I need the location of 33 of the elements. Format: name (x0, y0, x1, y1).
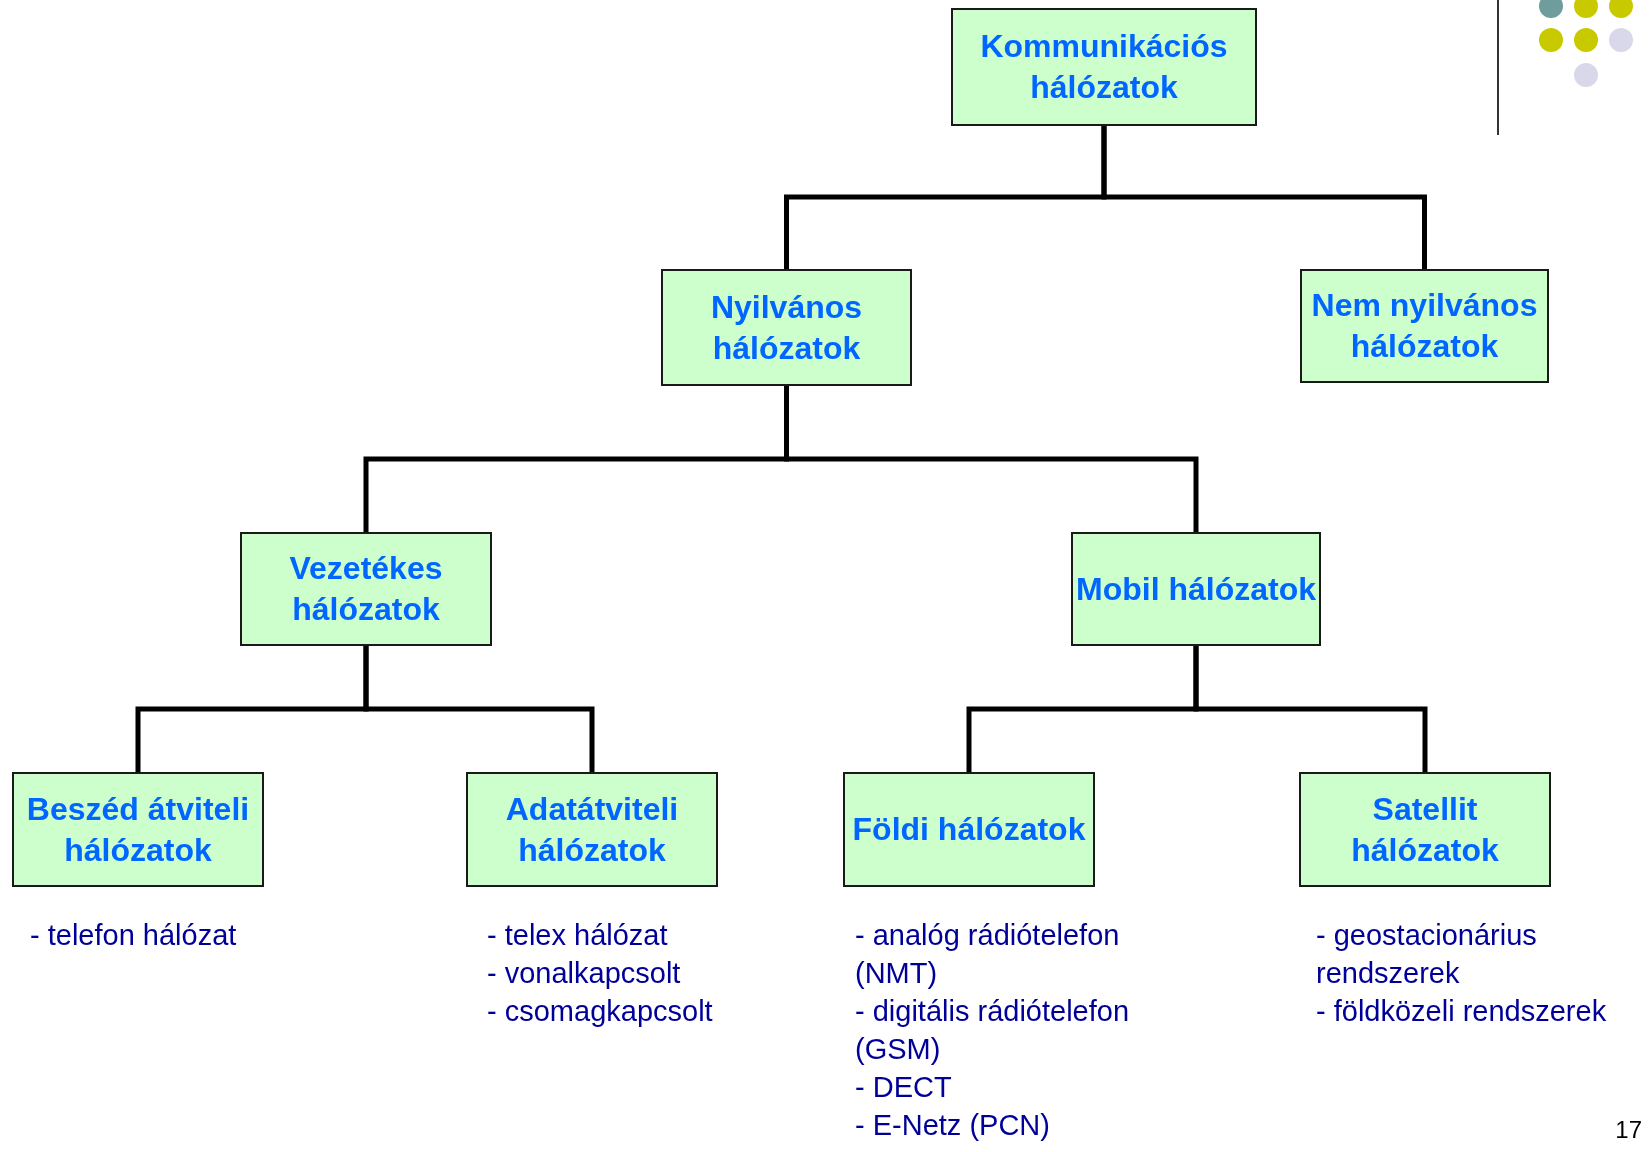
connector-line (784, 386, 1199, 532)
box-label: Mobil hálózatok (1076, 569, 1316, 609)
category-box (240, 532, 492, 646)
box-label: Nyilvános hálózatok (709, 287, 864, 368)
category-box (12, 772, 264, 887)
connector-line (363, 646, 595, 772)
list-item: - geostacionárius rendszerek (1316, 918, 1538, 991)
list-item: - csomagkapcsolt (487, 994, 714, 1029)
connector-line (1193, 646, 1428, 772)
list-item: - telex hálózat (487, 918, 669, 953)
box-label: Vezetékes hálózatok (288, 549, 444, 629)
category-box (1300, 269, 1549, 383)
category-box (661, 269, 912, 386)
category-box (1299, 772, 1551, 887)
box-label: Kommunikációs hálózatok (979, 27, 1229, 107)
list-item: - DECT (855, 1070, 953, 1105)
category-box (1071, 532, 1321, 646)
list-item: - digitális rádiótelefon (GSM) (855, 994, 1131, 1067)
list-item: - telefon hálózat (30, 918, 238, 953)
category-box (951, 8, 1257, 126)
box-label: Beszéd átviteli hálózatok (25, 789, 251, 870)
category-box (843, 772, 1095, 887)
list-item: - földközeli rendszerek (1316, 994, 1608, 1029)
list-item: - E-Netz (PCN) (855, 1108, 1051, 1143)
box-label: Nem nyilvános hálózatok (1310, 286, 1539, 366)
box-label: Satellit hálózatok (1350, 789, 1500, 870)
list-item: - vonalkapcsolt (487, 956, 682, 991)
page-number: 17 (1615, 1116, 1642, 1144)
list-item: - analóg rádiótelefon (NMT) (855, 918, 1121, 991)
category-box (466, 772, 718, 887)
box-label: Adatátviteli hálózatok (504, 789, 680, 870)
connector-line (1101, 126, 1427, 269)
box-label: Földi hálózatok (852, 810, 1086, 849)
